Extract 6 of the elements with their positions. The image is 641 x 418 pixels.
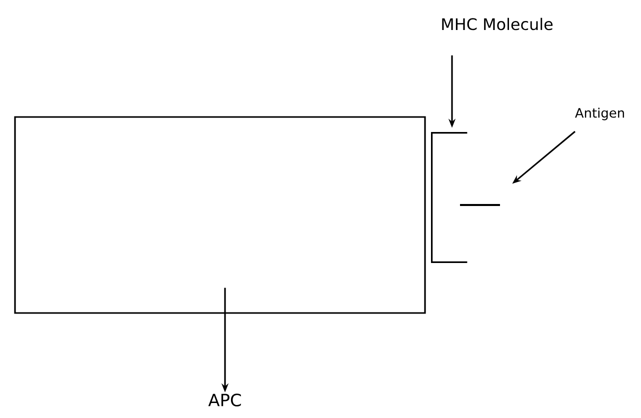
bracket-symbol [431, 132, 468, 263]
cell-label: APC [208, 394, 241, 406]
antigen-label: Antigen [575, 108, 624, 120]
antigen-dash [460, 204, 500, 206]
cell-rectangle [14, 116, 426, 314]
molecule-label: MHC Molecule [442, 18, 553, 30]
